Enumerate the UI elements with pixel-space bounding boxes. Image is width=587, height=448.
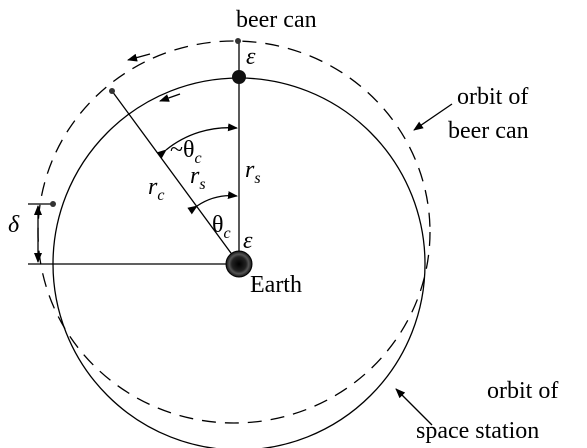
space-station-orbit-leader-arrow — [395, 388, 433, 426]
beer-can-left-dot — [50, 201, 56, 207]
delta-symbol: δ — [8, 212, 20, 238]
space-station-orbit-direction-arrow — [159, 93, 181, 102]
beer-can-top-dot — [235, 38, 241, 44]
beer-can-orbit-leader-arrow — [413, 103, 453, 131]
theta-arc — [187, 191, 238, 215]
diagonal-radius-line — [111, 90, 240, 265]
space-station-icon — [232, 70, 246, 84]
theta-symbol: θc — [212, 212, 231, 242]
beer-can-label: beer can — [236, 7, 317, 33]
earth-label: Earth — [250, 272, 302, 298]
beer-can-orbit-direction-arrow — [127, 53, 151, 62]
beer-can-orbit — [37, 40, 431, 424]
epsilon-center-symbol: ε — [243, 228, 253, 254]
beer-can-orbit-label-line1: orbit of — [457, 84, 528, 110]
space-station-orbit-label-line2: space station — [416, 418, 539, 444]
approx-theta-arc — [156, 123, 238, 159]
space-station-orbit-label-line1: orbit of — [487, 378, 558, 404]
earth-icon — [225, 250, 253, 278]
r-c-symbol: rc — [148, 174, 164, 204]
beer-can-diagonal-dot — [109, 88, 115, 94]
approx-theta-symbol: ~θc — [170, 137, 202, 167]
r-s-vertical-symbol: rs — [245, 157, 261, 187]
r-s-diagonal-symbol: rs — [190, 163, 206, 193]
epsilon-top-symbol: ε — [246, 44, 256, 70]
beer-can-orbit-label-line2: beer can — [448, 118, 529, 144]
